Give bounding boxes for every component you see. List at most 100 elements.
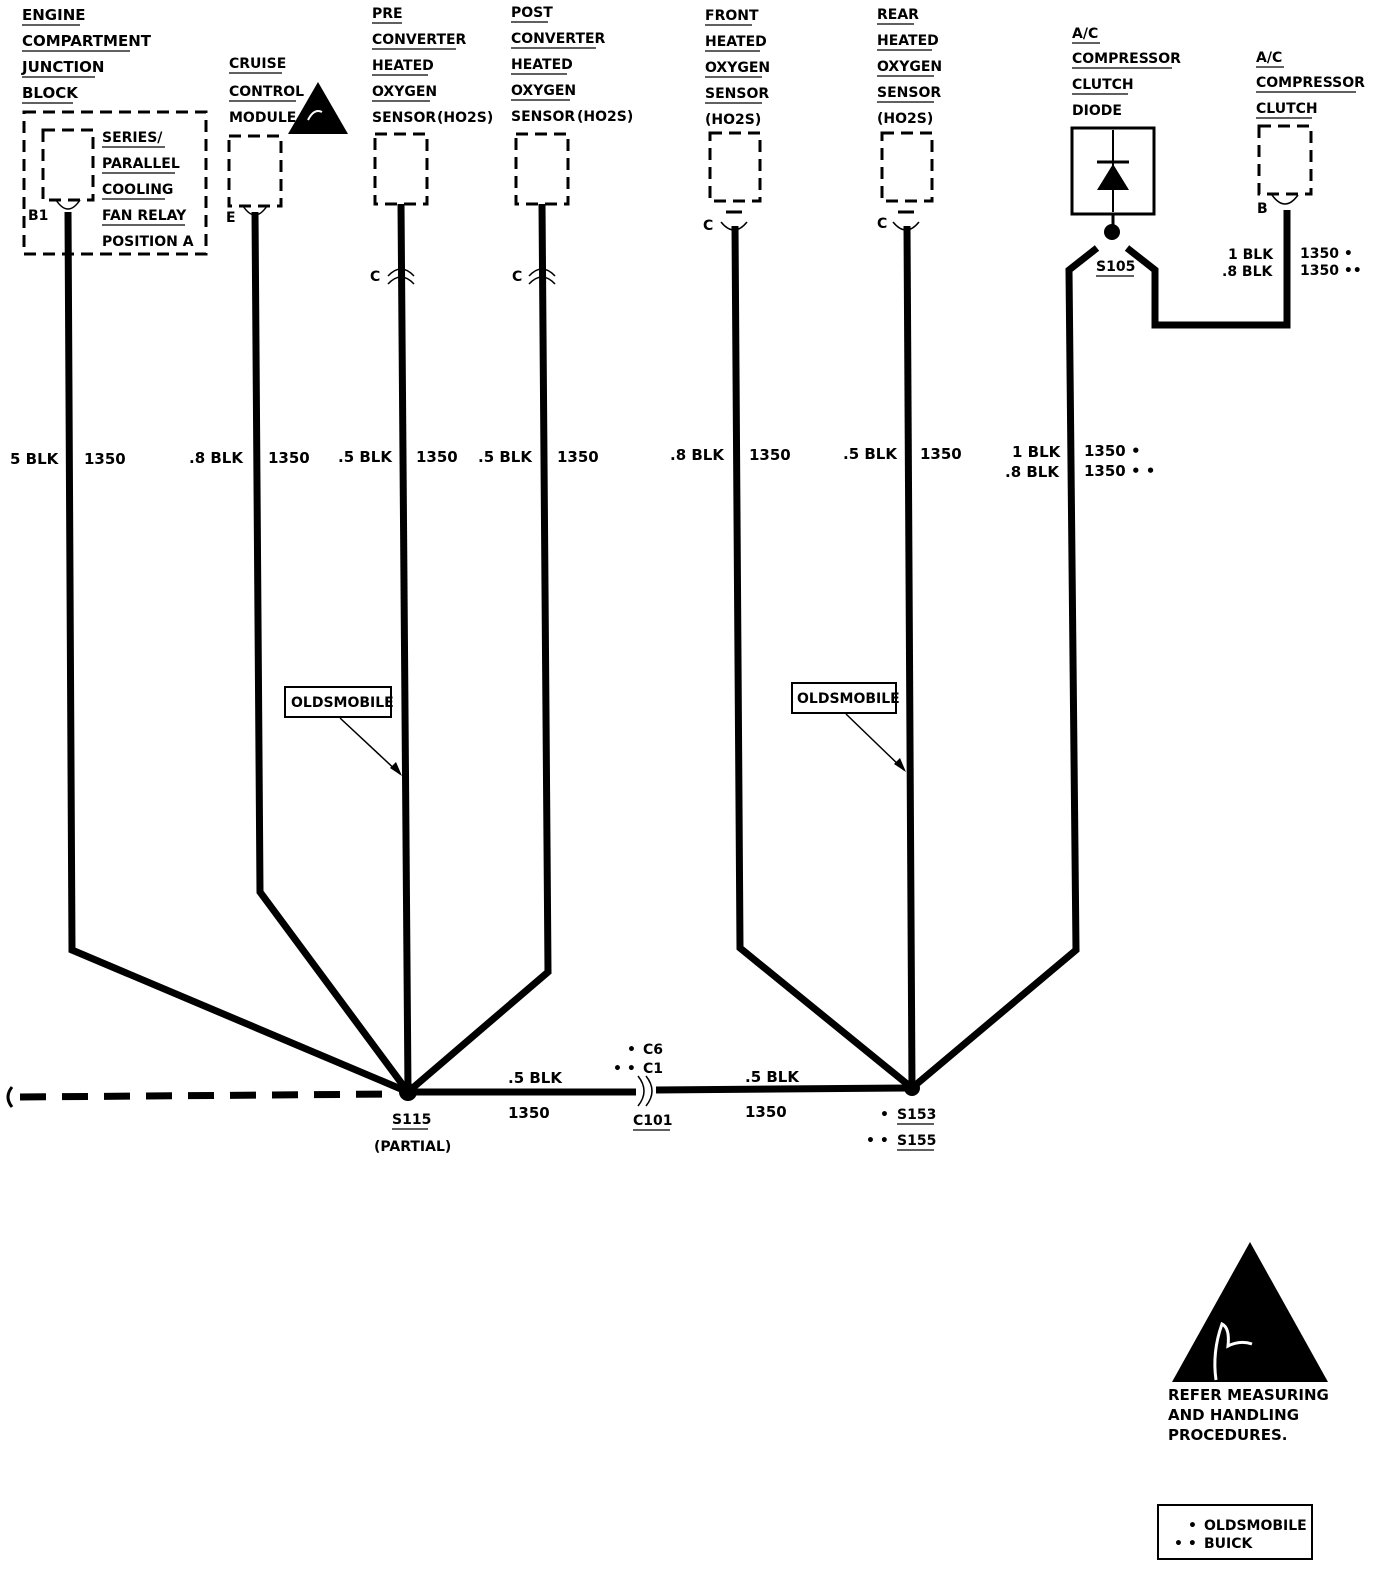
wire-6 [903, 225, 916, 1089]
wire-h2 [655, 1084, 913, 1094]
svg-text:.5 BLK: .5 BLK [338, 448, 393, 466]
svg-text:1350 • •: 1350 • • [1084, 462, 1155, 480]
svg-text:OLDSMOBILE: OLDSMOBILE [291, 695, 394, 711]
ac-clutch-label: A/C COMPRESSOR CLUTCH [1256, 50, 1365, 119]
splice-s115: S115 (PARTIAL) [374, 1083, 451, 1155]
svg-text:POSITION A: POSITION A [102, 234, 194, 250]
svg-text:S105: S105 [1096, 259, 1135, 275]
svg-text:POST: POST [511, 5, 553, 21]
relay-pin-label: B1 [28, 208, 48, 224]
svg-text:COOLING: COOLING [102, 182, 173, 198]
connector-c101: • C6 • • C1 C101 [613, 1042, 673, 1131]
svg-text:.5 BLK: .5 BLK [745, 1068, 800, 1086]
svg-text:C6: C6 [643, 1042, 663, 1058]
svg-text:1350: 1350 [745, 1103, 787, 1121]
front-ho2s-connector [708, 131, 762, 203]
svg-text:1350 •: 1350 • [1300, 246, 1353, 262]
svg-text:SENSOR: SENSOR [511, 109, 575, 125]
diode-icon [1097, 164, 1129, 190]
svg-text:.8 BLK: .8 BLK [1005, 463, 1060, 481]
svg-text:CONVERTER: CONVERTER [511, 31, 606, 47]
svg-text:•: • [627, 1042, 636, 1058]
svg-text:ENGINE: ENGINE [22, 6, 86, 24]
svg-text:•: • [1188, 1518, 1197, 1534]
svg-text:HEATED: HEATED [511, 57, 573, 73]
ac-clutch-terminal [1271, 194, 1299, 205]
svg-text:FRONT: FRONT [705, 8, 759, 24]
svg-text:C: C [877, 216, 887, 232]
splice-s105: S105 [1096, 224, 1135, 277]
svg-text:1 BLK: 1 BLK [1228, 247, 1274, 263]
svg-text:C: C [703, 218, 713, 234]
svg-text:.8 BLK: .8 BLK [670, 446, 725, 464]
svg-text:1350: 1350 [557, 448, 599, 466]
svg-text:SENSOR: SENSOR [372, 110, 436, 126]
junction-block-label: ENGINE COMPARTMENT JUNCTION BLOCK [21, 6, 152, 104]
svg-text:REAR: REAR [877, 7, 919, 23]
svg-text:(HO2S): (HO2S) [705, 112, 761, 128]
svg-text:1350 ••: 1350 •• [1300, 263, 1362, 279]
wire-2 [251, 211, 411, 1095]
svg-text:1350: 1350 [508, 1104, 550, 1122]
svg-text:PROCEDURES.: PROCEDURES. [1168, 1426, 1287, 1444]
svg-text:(HO2S): (HO2S) [577, 109, 633, 125]
svg-text:OXYGEN: OXYGEN [705, 60, 770, 76]
svg-text:• •: • • [1174, 1536, 1197, 1552]
svg-text:CONTROL: CONTROL [229, 84, 304, 100]
svg-text:.8 BLK: .8 BLK [1222, 264, 1274, 280]
svg-text:REFER MEASURING: REFER MEASURING [1168, 1386, 1329, 1404]
svg-text:1350: 1350 [416, 448, 458, 466]
svg-text:HEATED: HEATED [372, 58, 434, 74]
wire-dashed-continuation [19, 1090, 396, 1101]
esd-warning-icon [288, 82, 348, 134]
svg-text:• •: • • [866, 1133, 889, 1149]
svg-text:OLDSMOBILE: OLDSMOBILE [797, 691, 900, 707]
callout-oldsmobile-left: OLDSMOBILE [284, 686, 402, 776]
wire-5 [731, 225, 915, 1091]
relay-label: SERIES/ PARALLEL COOLING FAN RELAY POSIT… [102, 130, 194, 250]
svg-text:PARALLEL: PARALLEL [102, 156, 180, 172]
svg-text:FAN RELAY: FAN RELAY [102, 208, 187, 224]
svg-text:.5 BLK: .5 BLK [843, 445, 898, 463]
cruise-pin-label: E [226, 210, 236, 226]
post-converter-connector [514, 132, 570, 206]
svg-text:S115: S115 [392, 1112, 431, 1128]
svg-text:JUNCTION: JUNCTION [21, 58, 104, 76]
post-converter-label: POST CONVERTER HEATED OXYGEN SENSOR (HO2… [511, 5, 633, 125]
svg-text:COMPRESSOR: COMPRESSOR [1256, 75, 1365, 91]
wire-3 [397, 203, 412, 1093]
svg-text:.5 BLK: .5 BLK [478, 448, 533, 466]
svg-text:A/C: A/C [1072, 26, 1098, 42]
svg-text:CLUTCH: CLUTCH [1256, 101, 1318, 117]
rear-ho2s-connector [880, 131, 934, 203]
svg-text:1 BLK: 1 BLK [1012, 443, 1062, 461]
svg-text:DIODE: DIODE [1072, 103, 1122, 119]
pre-converter-connector [373, 132, 429, 206]
svg-text:PRE: PRE [372, 6, 403, 22]
svg-text:A/C: A/C [1256, 50, 1282, 66]
svg-text:1350: 1350 [84, 450, 126, 468]
svg-text:.8 BLK: .8 BLK [189, 449, 244, 467]
legend: • OLDSMOBILE • • BUICK [1157, 1504, 1313, 1560]
svg-text:OXYGEN: OXYGEN [372, 84, 437, 100]
svg-text:MODULE: MODULE [229, 110, 296, 126]
svg-text:C: C [512, 269, 522, 285]
svg-text:OXYGEN: OXYGEN [877, 59, 942, 75]
svg-text:BLOCK: BLOCK [22, 84, 79, 102]
wires [6, 203, 1291, 1108]
svg-text:CRUISE: CRUISE [229, 56, 286, 72]
wire-7 [909, 245, 1100, 1091]
junction-block-outline [22, 110, 208, 256]
pre-converter-label: PRE CONVERTER HEATED OXYGEN SENSOR (HO2S… [372, 6, 493, 126]
svg-text:SENSOR: SENSOR [705, 86, 769, 102]
wire-8 [1124, 210, 1291, 329]
svg-text:SENSOR: SENSOR [877, 85, 941, 101]
svg-text:HEATED: HEATED [877, 33, 939, 49]
svg-text:•: • [880, 1107, 889, 1123]
svg-text:5 BLK: 5 BLK [10, 450, 60, 468]
svg-text:COMPARTMENT: COMPARTMENT [22, 32, 152, 50]
ac-clutch-connector [1257, 124, 1313, 196]
svg-text:(HO2S): (HO2S) [877, 111, 933, 127]
svg-text:S153: S153 [897, 1107, 936, 1123]
svg-text:1350 •: 1350 • [1084, 442, 1141, 460]
